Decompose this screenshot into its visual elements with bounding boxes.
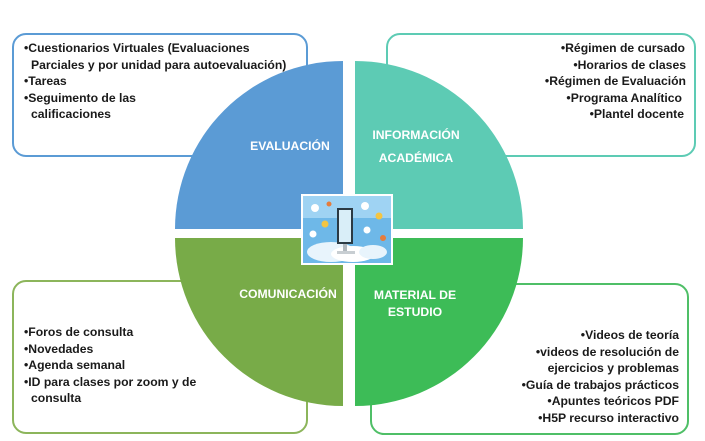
list-item: Plantel docente xyxy=(398,106,686,123)
comunicacion-list: Foros de consulta Novedades Agenda seman… xyxy=(24,324,298,407)
evaluacion-list: Cuestionarios Virtuales (Evaluaciones Pa… xyxy=(24,40,298,123)
list-item: Guía de trabajos prácticos xyxy=(382,377,679,394)
list-item: Horarios de clases xyxy=(398,57,686,74)
list-item: ID para clases por zoom y de consulta xyxy=(24,374,298,407)
material-label-line1: MATERIAL DE xyxy=(373,288,457,302)
quadrant-material xyxy=(355,238,523,406)
quadrant-informacion xyxy=(355,61,523,229)
list-item: Seguimento de las calificaciones xyxy=(24,90,298,123)
list-item: Régimen de Evaluación xyxy=(398,73,686,90)
list-item: Agenda semanal xyxy=(24,357,298,374)
list-item: Cuestionarios Virtuales (Evaluaciones Pa… xyxy=(24,40,298,73)
material-list: Videos de teoría videos de resolución de… xyxy=(382,327,679,426)
list-item: Programa Analítico xyxy=(398,90,686,107)
informacion-list: Régimen de cursado Horarios de clases Ré… xyxy=(398,40,686,123)
list-item: Videos de teoría xyxy=(382,327,679,344)
quadrant-evaluacion xyxy=(175,61,343,229)
comunicacion-label: COMUNICACIÓN xyxy=(228,283,348,306)
computer-cloud-icon xyxy=(301,194,393,265)
comunicacion-label-text: COMUNICACIÓN xyxy=(239,287,337,301)
material-label-line2: ESTUDIO xyxy=(387,305,443,319)
list-item: Apuntes teóricos PDF xyxy=(382,393,679,410)
list-item: Novedades xyxy=(24,341,298,358)
evaluacion-label-text: EVALUACIÓN xyxy=(250,139,330,153)
list-item: Tareas xyxy=(24,73,298,90)
informacion-label: INFORMACIÓN ACADÉMICA xyxy=(356,124,476,170)
list-item: Foros de consulta xyxy=(24,324,298,341)
list-item: Régimen de cursado xyxy=(398,40,686,57)
list-item: videos de resolución de ejercicios y pro… xyxy=(382,344,679,377)
informacion-label-line2: ACADÉMICA xyxy=(378,151,454,165)
material-label: MATERIAL DE ESTUDIO xyxy=(355,287,475,321)
informacion-label-line1: INFORMACIÓN xyxy=(372,128,460,142)
evaluacion-label: EVALUACIÓN xyxy=(230,135,350,158)
list-item: H5P recurso interactivo xyxy=(382,410,679,427)
quadrant-comunicacion xyxy=(175,238,343,406)
